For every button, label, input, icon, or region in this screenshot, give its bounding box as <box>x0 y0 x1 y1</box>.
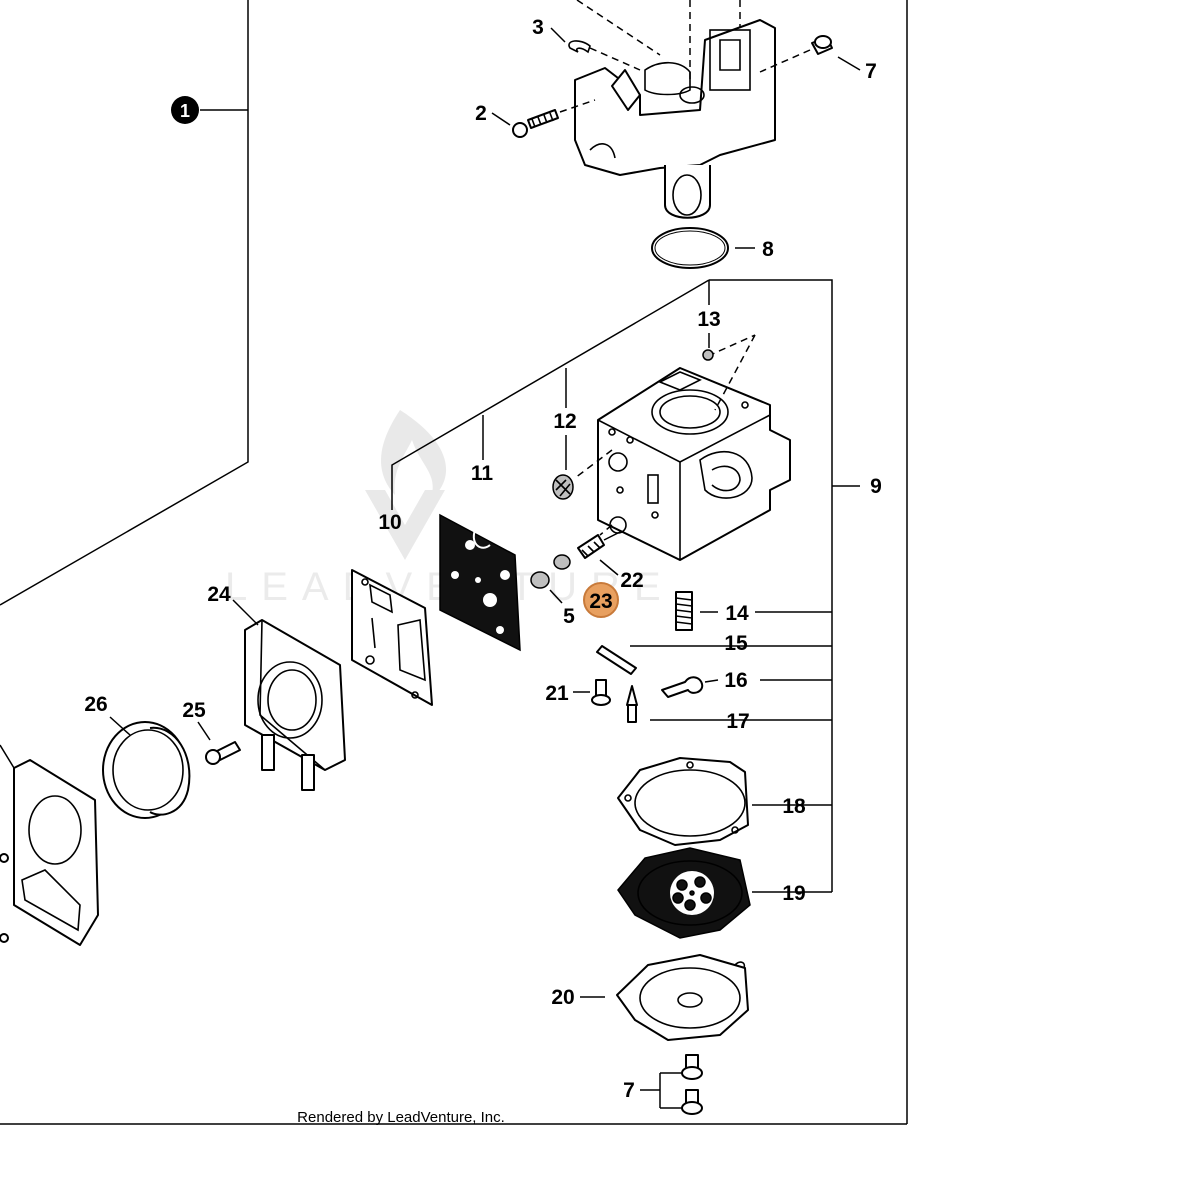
part-lever-16[interactable] <box>661 676 719 698</box>
callout-22[interactable]: 22 <box>620 569 643 592</box>
callout-8[interactable]: 8 <box>762 238 774 261</box>
callout-leaders <box>491 27 861 249</box>
callout-3[interactable]: 3 <box>532 16 544 39</box>
callout-13[interactable]: 13 <box>697 308 720 331</box>
part-screws-7-bottom[interactable] <box>640 1054 703 1115</box>
part-pump-cover-24[interactable] <box>232 599 346 791</box>
part-gasket-18[interactable] <box>617 757 749 846</box>
part-inlet-needle-17[interactable] <box>626 685 638 723</box>
callout-18[interactable]: 18 <box>782 795 806 818</box>
part-plug-13[interactable] <box>702 333 714 361</box>
part-screw-7-top[interactable] <box>759 35 833 73</box>
callout-10[interactable]: 10 <box>378 511 401 534</box>
callout-16[interactable]: 16 <box>724 669 747 692</box>
callout-19[interactable]: 19 <box>782 882 805 905</box>
callout-25[interactable]: 25 <box>182 699 206 722</box>
callout-24[interactable]: 24 <box>207 583 231 606</box>
callout-7-top[interactable]: 7 <box>865 60 877 83</box>
part-e-clip[interactable] <box>568 40 641 71</box>
footer-credit: Rendered by LeadVenture, Inc. <box>297 1109 505 1126</box>
callout-23: 23 <box>589 590 612 613</box>
callout-11[interactable]: 11 <box>471 462 494 485</box>
callout-2[interactable]: 2 <box>475 102 487 125</box>
callout-15[interactable]: 15 <box>724 632 748 655</box>
callout-14[interactable]: 14 <box>725 602 749 625</box>
bracket-carburetor-9 <box>391 279 860 893</box>
callout-23-highlight[interactable]: 23 <box>583 582 619 618</box>
part-plug-5[interactable] <box>530 571 563 604</box>
part-spring-14[interactable] <box>675 591 718 631</box>
part-spring-cap[interactable] <box>553 554 571 570</box>
part-gasket-10[interactable] <box>351 569 433 706</box>
callout-12[interactable]: 12 <box>553 410 576 433</box>
part-pump-diaphragm-11[interactable] <box>439 513 521 652</box>
part-insulator-block[interactable] <box>0 744 99 946</box>
part-screw-2[interactable] <box>512 99 596 138</box>
part-cover-20[interactable] <box>580 954 749 1041</box>
diagram-frame <box>0 0 908 1125</box>
part-screw-21[interactable] <box>573 679 611 706</box>
part-screen-12[interactable] <box>552 435 574 500</box>
callout-9[interactable]: 9 <box>870 475 882 498</box>
callout-20[interactable]: 20 <box>551 986 574 1009</box>
part-needle-22[interactable] <box>577 531 621 576</box>
part-carburetor-body[interactable] <box>574 334 791 561</box>
callout-17[interactable]: 17 <box>726 710 749 733</box>
callout-5[interactable]: 5 <box>563 605 575 628</box>
part-screw-25[interactable] <box>197 721 241 765</box>
part-metering-diaphragm-19[interactable] <box>617 847 751 939</box>
part-o-ring-8[interactable] <box>651 227 729 269</box>
callout-1-badge[interactable]: 1 <box>171 96 199 124</box>
callout-21[interactable]: 21 <box>545 682 569 705</box>
callout-7-bottom[interactable]: 7 <box>623 1079 635 1102</box>
callout-1: 1 <box>180 101 190 121</box>
part-pin-15[interactable] <box>596 645 637 675</box>
callout-26[interactable]: 26 <box>84 693 107 716</box>
part-throttle-body[interactable] <box>574 0 776 219</box>
part-primer-bulb-26[interactable] <box>102 716 191 819</box>
